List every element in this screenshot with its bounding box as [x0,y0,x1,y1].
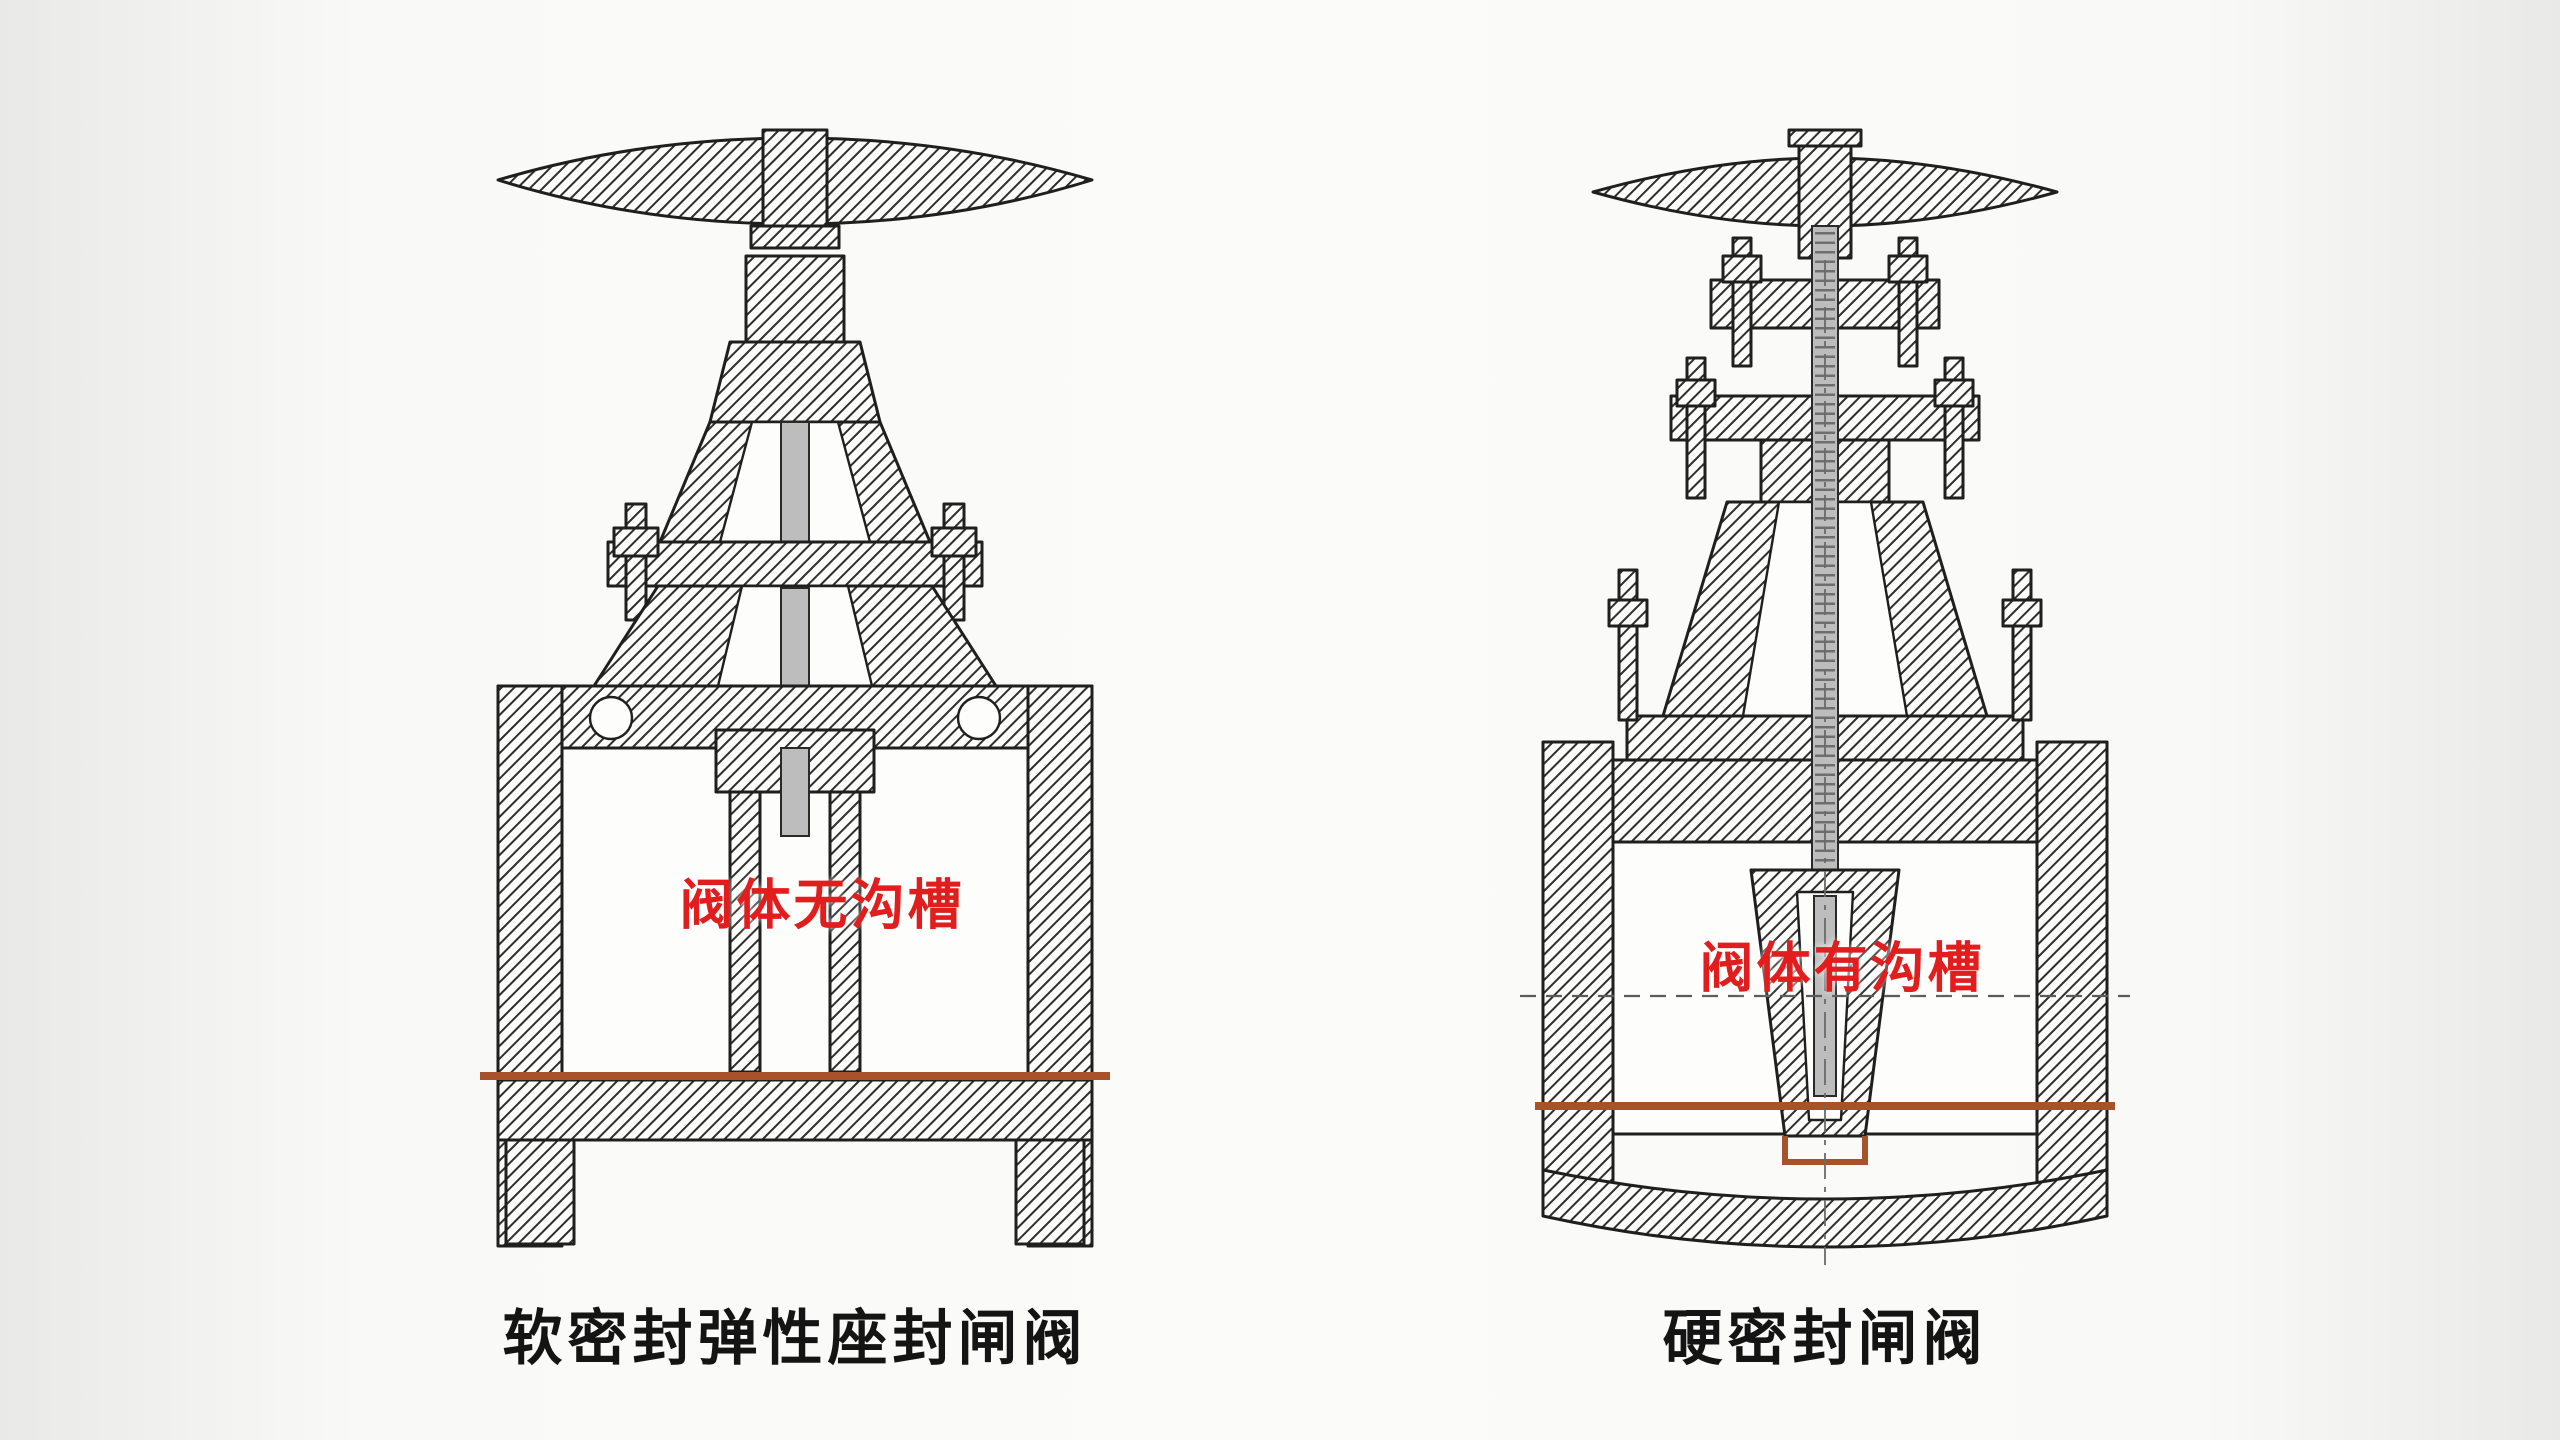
left-valve-bolt-hole [956,695,1002,741]
right-valve-drawing [1520,128,2130,1265]
left-valve-annotation: 阀体无沟槽 [679,875,965,936]
left-valve-drawing [480,128,1110,1248]
left-valve-seat-line [480,1072,1110,1080]
left-valve-bolt-hole [588,695,634,741]
left-valve-stem-nut [708,254,882,424]
left-valve-caption: 软密封弹性座封闸阀 [502,1305,1088,1372]
left-valve-bonnet-bolts [612,502,978,622]
left-valve-neck [592,584,998,689]
right-valve-bonnet-bolts [1607,568,2043,722]
left-valve-figure: 阀体无沟槽 软密封弹性座封闸阀 [480,128,1110,1390]
left-valve-gate [714,728,876,1074]
left-valve-bottom-flange [496,1078,1094,1246]
left-valve-bonnet [606,420,984,588]
right-valve-caption: 硬密封闸阀 [1662,1305,1988,1372]
right-valve-figure: 阀体有沟槽 硬密封闸阀 [1520,128,2130,1390]
left-valve-handwheel-icon [496,128,1094,250]
right-valve-flange-left [1541,740,1615,1194]
right-valve-flange-right [2035,740,2109,1194]
left-valve-stem [780,421,810,545]
right-valve-annotation: 阀体有沟槽 [1699,938,1985,999]
